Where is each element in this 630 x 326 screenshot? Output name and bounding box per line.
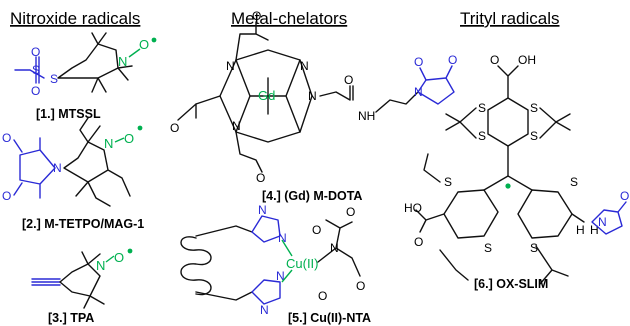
- header-trityl-radicals: Trityl radicals: [460, 9, 560, 28]
- atom-n-dota-3: N: [308, 89, 317, 103]
- header-metal-chelators: Metal-chelators: [231, 9, 347, 28]
- atom-o-sulfonyl-top: O: [31, 45, 40, 59]
- atom-o-nta-1: O: [312, 223, 321, 237]
- atom-o-carboxyl-trityl-top: O: [490, 53, 499, 67]
- atom-o-maleimide-4a: O: [414, 55, 423, 69]
- label-m-tetpo: [2.] M-TETPO/MAG-1: [22, 217, 144, 231]
- atom-o-sulfonyl-bottom: O: [31, 84, 40, 98]
- atom-o-carboxyl-trityl-left: O: [414, 235, 423, 249]
- atom-h-methylene-2: H: [590, 223, 599, 237]
- label-mtssl: [1.] MTSSL: [36, 107, 101, 121]
- atom-o-maleimide-bottom: O: [2, 189, 11, 203]
- atom-n-nitroxide-1: N: [118, 54, 127, 69]
- atom-s-right-2: S: [530, 241, 538, 255]
- atom-ho-trityl: HO: [404, 201, 422, 215]
- atom-n-dota-4: N: [232, 119, 241, 133]
- atom-o-maleimide-6: O: [620, 189, 629, 203]
- atom-nh-amide: NH: [358, 109, 375, 123]
- atom-o-maleimide-4b: O: [448, 53, 457, 67]
- atom-s-top-4: S: [530, 129, 538, 143]
- atom-n-nitroxide-2: N: [104, 136, 113, 151]
- atom-s-left-1: S: [444, 175, 452, 189]
- radical-dot-1: [151, 37, 157, 43]
- atom-oh-trityl-top: OH: [518, 53, 536, 67]
- atom-o-carboxyl-top: O: [252, 9, 261, 23]
- label-cu-nta: [5.] Cu(II)-NTA: [288, 311, 371, 325]
- structure-mtssl: S O O S N O: [14, 32, 157, 98]
- radical-dot-2: [137, 125, 143, 131]
- atom-gd: Gd: [258, 88, 275, 103]
- label-tpa: [3.] TPA: [48, 311, 94, 325]
- atom-cu: Cu(II): [286, 256, 319, 271]
- atom-n-dota-1: N: [226, 59, 235, 73]
- atom-s-left-2: S: [484, 241, 492, 255]
- atom-o-nta-4: O: [318, 289, 327, 303]
- atom-n-maleimide-4: N: [414, 85, 423, 99]
- atom-o-carboxyl-bottom: O: [256, 171, 265, 185]
- atom-o-nta-2: O: [346, 205, 355, 219]
- atom-o-radical-3: O: [114, 250, 124, 265]
- atom-n-imidazole-1a: N: [258, 203, 267, 217]
- atom-s-top-3: S: [530, 101, 538, 115]
- atom-n-imidazole-2a: N: [276, 269, 285, 283]
- atom-s-top-1: S: [478, 101, 486, 115]
- atom-o-radical-1: O: [139, 37, 149, 52]
- structure-gd-dota: O O O Gd N N N N O NH N O O: [170, 9, 457, 185]
- atom-h-methylene-1: H: [576, 223, 585, 237]
- atom-o-carboxyl-left: O: [170, 121, 179, 135]
- atom-s-sulfonyl: S: [32, 63, 40, 77]
- radical-dot-3: [127, 248, 133, 254]
- header-nitroxide-radicals: Nitroxide radicals: [10, 9, 140, 28]
- radical-dot-trityl: [505, 183, 511, 189]
- atom-n-nta: N: [330, 241, 339, 255]
- atom-n-maleimide-6: N: [598, 215, 607, 229]
- atom-n-maleimide: N: [53, 161, 62, 175]
- structure-m-tetpo: O O N N O: [2, 117, 143, 207]
- atom-s-linker: S: [50, 72, 58, 86]
- atom-n-imidazole-2b: N: [260, 303, 269, 317]
- atom-o-maleimide-top: O: [2, 131, 11, 145]
- atom-o-nta-3: O: [356, 279, 365, 293]
- label-ox-slim: [6.] OX-SLIM: [474, 277, 548, 291]
- atom-s-top-2: S: [478, 129, 486, 143]
- structure-cu-nta: N N N N Cu(II) N O O O O: [180, 203, 365, 317]
- structure-tpa: N O: [31, 248, 133, 309]
- atom-o-amide: O: [344, 73, 353, 87]
- atom-s-right-1: S: [570, 175, 578, 189]
- atom-n-imidazole-1b: N: [278, 231, 287, 245]
- label-gd-dota: [4.] (Gd) M-DOTA: [262, 189, 362, 203]
- structure-ox-slim: O OH S S S S S S HO O S S H H N O: [404, 53, 629, 285]
- atom-n-nitroxide-3: N: [96, 258, 105, 273]
- atom-o-radical-2: O: [124, 131, 134, 146]
- atom-n-dota-2: N: [300, 59, 309, 73]
